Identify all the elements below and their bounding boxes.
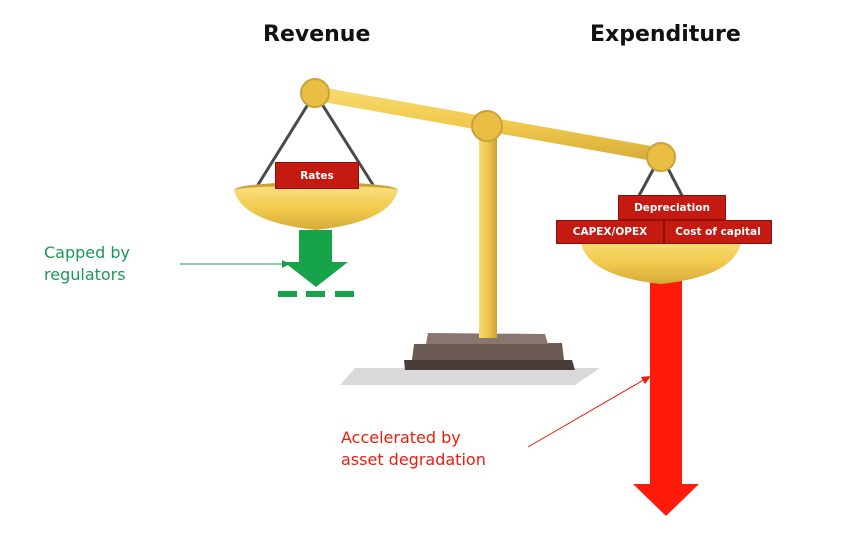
cap-dash	[335, 291, 354, 297]
base-top-slab	[426, 333, 548, 344]
accelerated-by-degradation-note: Accelerated by asset degradation	[341, 427, 486, 471]
left-string	[313, 92, 377, 189]
capped-by-regulators-note: Capped by regulators	[44, 242, 130, 286]
left-pan	[234, 190, 398, 230]
left-pivot-knob	[300, 78, 330, 108]
arrow-down-icon	[284, 262, 348, 287]
base-middle-slab	[412, 343, 564, 360]
cost-of-capital-block: Cost of capital	[664, 220, 772, 244]
depreciation-block: Depreciation	[618, 195, 726, 220]
left-string	[254, 92, 317, 189]
cap-dash	[278, 291, 297, 297]
capped-pointer-arrowhead	[282, 260, 290, 268]
expenditure-heading: Expenditure	[590, 22, 741, 47]
accelerated-pointer-line	[527, 377, 648, 448]
right-pivot-knob	[646, 142, 676, 172]
base-shadow	[340, 368, 600, 385]
accelerated-pointer-arrowhead	[641, 376, 651, 384]
cap-dash	[306, 291, 325, 297]
base-bottom-slab	[404, 360, 575, 370]
right-pan	[581, 242, 741, 284]
note-line: regulators	[44, 265, 126, 284]
note-line: Accelerated by	[341, 428, 461, 447]
center-pivot-knob	[471, 110, 503, 142]
revenue-arrow-shaft	[299, 230, 332, 262]
note-line: asset degradation	[341, 450, 486, 469]
rates-block: Rates	[275, 162, 359, 189]
scale-post	[479, 126, 497, 338]
arrow-down-icon	[633, 484, 699, 516]
expenditure-arrow-shaft	[650, 280, 682, 485]
revenue-heading: Revenue	[263, 22, 371, 47]
note-line: Capped by	[44, 243, 130, 262]
capex-opex-block: CAPEX/OPEX	[556, 220, 664, 244]
